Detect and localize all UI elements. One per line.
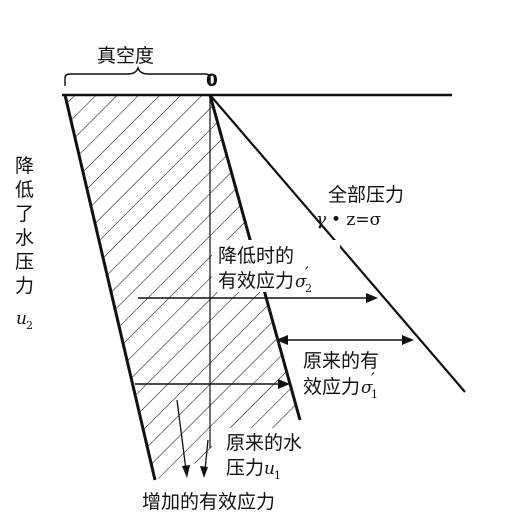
- reduced-water-subscript: 2: [26, 319, 33, 332]
- added-effective-stress-arrow-2: [204, 439, 209, 471]
- original-effective-label-line1: 原来的有: [303, 350, 379, 372]
- zero-label: 0: [206, 71, 218, 91]
- vacuum-label: 真空度: [97, 45, 154, 67]
- original-effective-subscript: 1: [371, 388, 378, 401]
- total-pressure-gamma: γ: [316, 210, 327, 230]
- original-water-label-line1: 原来的水: [226, 432, 302, 454]
- reduced-water-char-1: 降: [15, 155, 34, 177]
- reduced-effective-label-line2: 有效应力: [218, 270, 294, 292]
- original-water-label-line2: 压力: [226, 457, 264, 479]
- original-effective-stress-arrowhead-right: [402, 335, 414, 345]
- added-effective-stress-arrowhead-1: [182, 465, 190, 478]
- total-pressure-formula: • z=σ: [331, 210, 382, 230]
- vacuum-brace: [64, 65, 211, 86]
- original-effective-symbol: σ: [361, 378, 373, 398]
- reduced-effective-label-line1: 降低时的: [218, 245, 294, 267]
- reduced-effective-stress-arrowhead: [366, 293, 378, 303]
- original-water-symbol: u: [264, 459, 275, 479]
- label-bg-original-water: [212, 428, 330, 478]
- label-bg-reduced-effective: [212, 240, 340, 292]
- reduced-water-char-4: 水: [15, 227, 34, 249]
- reduced-water-symbol: u: [16, 309, 27, 329]
- added-effective-stress-arrow-1: [176, 399, 187, 471]
- reduced-effective-subscript: 2: [305, 282, 312, 295]
- original-effective-prime: ′: [371, 370, 375, 390]
- reduced-water-char-5: 压: [15, 251, 34, 273]
- reduced-effective-symbol: σ: [295, 272, 307, 292]
- total-pressure-label: 全部压力: [328, 184, 404, 206]
- lower-horizontal-arrowhead: [278, 379, 290, 389]
- reduced-water-char-2: 低: [15, 179, 34, 201]
- original-effective-label-line2: 效应力: [303, 376, 360, 398]
- reduced-water-pressure-line: [63, 94, 157, 481]
- added-effective-stress-label: 增加的有效应力: [142, 491, 275, 513]
- reduced-effective-prime: ′: [305, 264, 309, 284]
- reduced-water-char-3: 了: [15, 203, 34, 225]
- original-effective-stress-arrowhead-left: [276, 335, 288, 345]
- original-water-subscript: 1: [274, 469, 281, 482]
- added-effective-stress-arrowhead-2: [200, 466, 208, 478]
- reduced-water-char-6: 力: [15, 275, 34, 297]
